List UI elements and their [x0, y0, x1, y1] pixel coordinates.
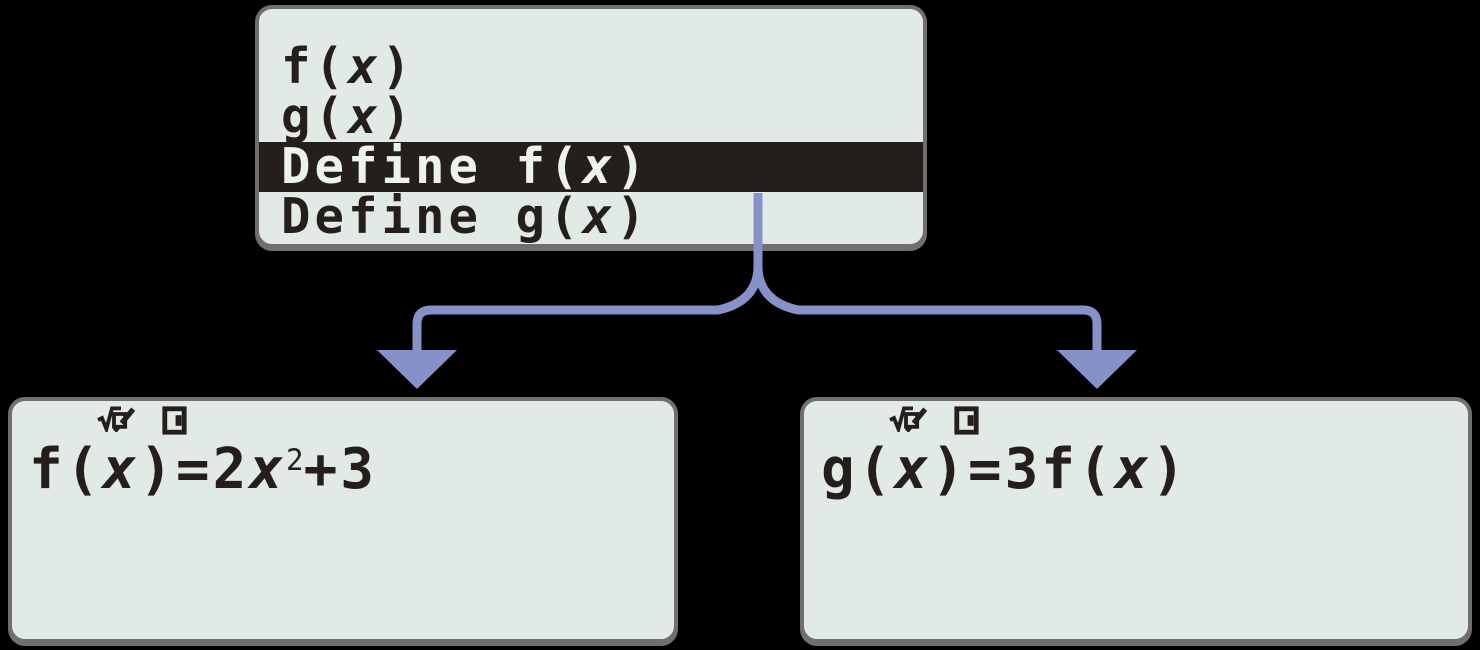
calculator-menu-screen: f(x) g(x) Define f(x) Define g(x) [255, 5, 927, 248]
expression-exponent: 2 [286, 442, 304, 477]
battery-level-icon [954, 406, 979, 435]
expression-variable: x [249, 437, 287, 502]
menu-item-text: ) [381, 88, 416, 145]
menu-item-define-gx[interactable]: Define g(x) [259, 192, 923, 242]
menu-item-variable: x [582, 188, 617, 245]
connector-left-branch [412, 265, 763, 352]
down-arrowhead-right-icon [1057, 350, 1137, 389]
connector-right-branch [753, 265, 1102, 352]
menu-item-gx[interactable]: g(x) [259, 92, 923, 142]
expression-variable: x [1114, 437, 1152, 502]
function-menu: f(x) g(x) Define f(x) Define g(x) [259, 9, 923, 242]
expression-text: f( [29, 437, 103, 502]
status-bar [888, 406, 979, 435]
menu-item-variable: x [582, 138, 617, 195]
menu-item-text: ) [616, 188, 650, 245]
menu-item-variable: x [348, 38, 382, 95]
menu-item-text: Define g( [281, 188, 583, 245]
menu-item-text: f( [281, 38, 349, 95]
menu-item-fx[interactable]: f(x) [259, 42, 923, 92]
expression-text: )=2 [139, 437, 250, 502]
menu-item-define-fx[interactable]: Define f(x) [259, 142, 923, 192]
down-arrowhead-left-icon [377, 350, 457, 389]
menu-item-text: ) [381, 38, 416, 95]
define-fx-screen: f(x)=2x2+3 [8, 397, 678, 643]
function-definition-fx: f(x)=2x2+3 [29, 437, 377, 503]
natural-display-mode-icon [889, 406, 928, 432]
expression-variable: x [102, 437, 140, 502]
expression-text: g( [821, 437, 895, 502]
function-definition-gx: g(x)=3f(x) [821, 437, 1188, 503]
expression-text: +3 [303, 437, 377, 502]
battery-level-icon [162, 406, 187, 435]
expression-text: ) [1151, 437, 1189, 502]
expression-text: )=3f( [931, 437, 1115, 502]
menu-item-text: ) [616, 138, 650, 195]
natural-display-mode-icon [97, 406, 136, 432]
menu-item-text: Define f( [281, 138, 583, 195]
expression-variable: x [894, 437, 932, 502]
define-gx-screen: g(x)=3f(x) [800, 397, 1472, 643]
menu-item-text: g( [281, 88, 349, 145]
status-bar [96, 406, 187, 435]
menu-item-variable: x [348, 88, 382, 145]
